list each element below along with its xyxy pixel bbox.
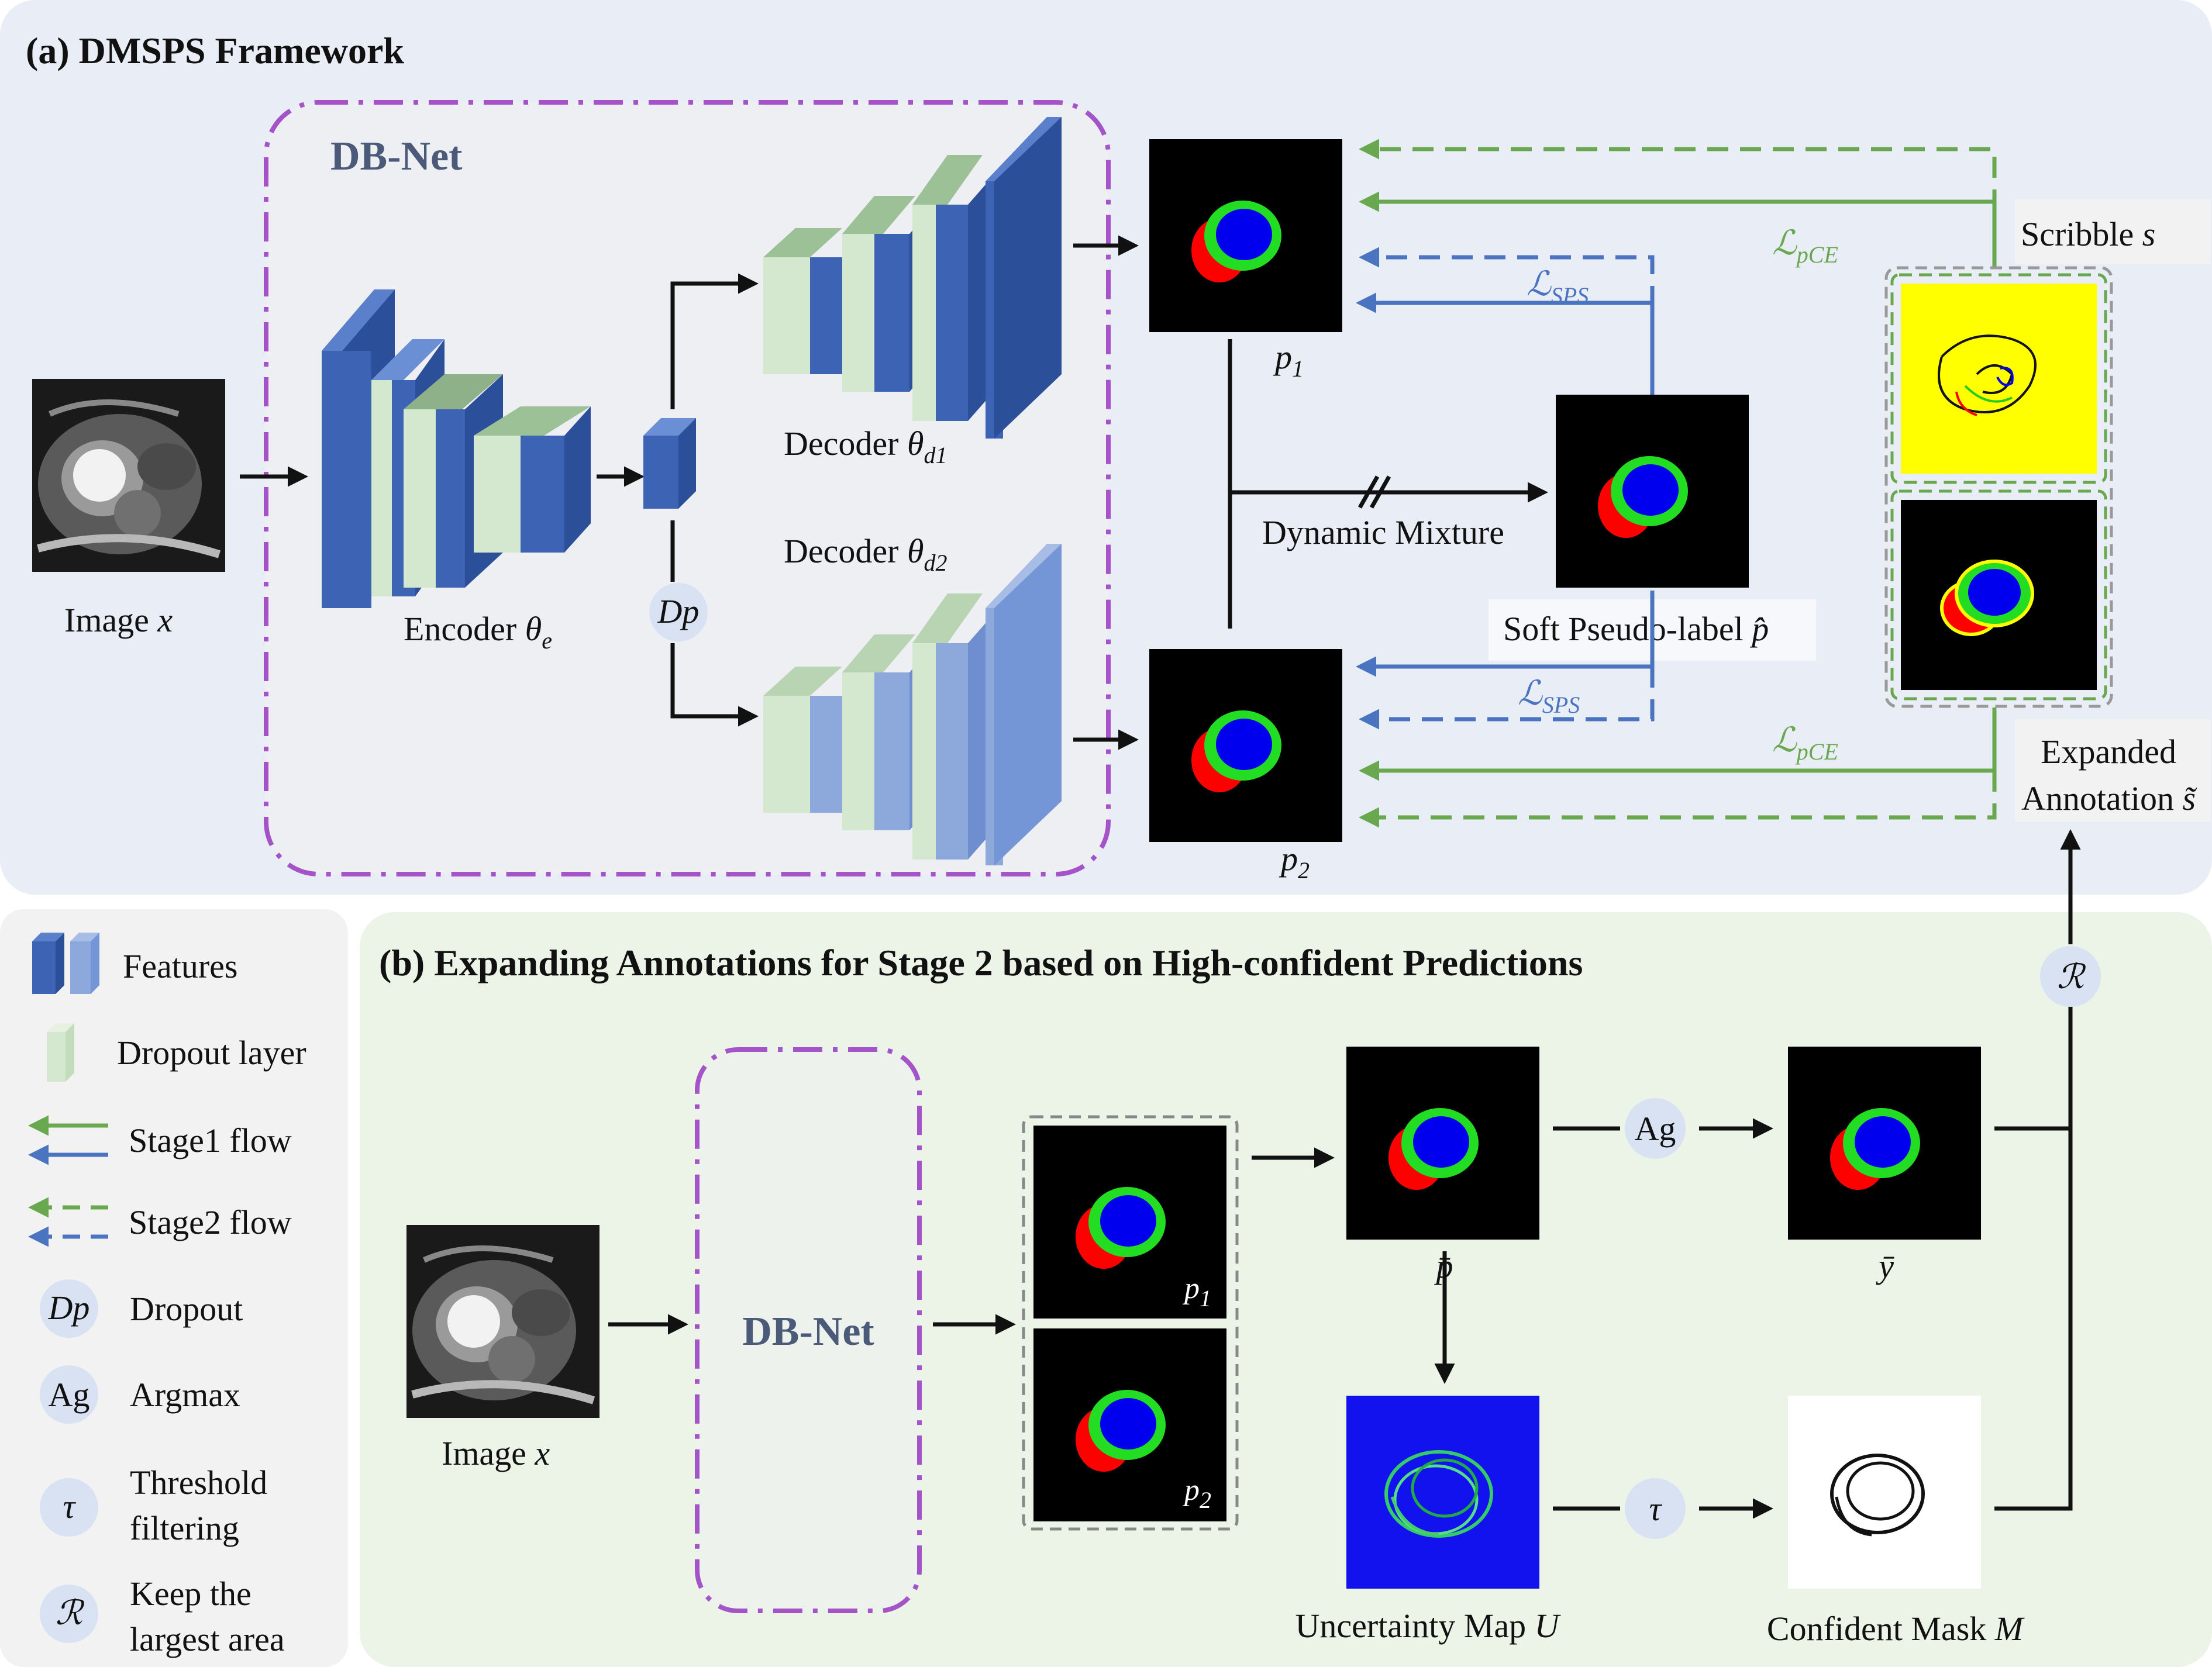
sps-arrow-p1-dashed bbox=[1359, 247, 1655, 307]
ybar-label: ȳ bbox=[1876, 1247, 1894, 1285]
expanded-label-line1: Expanded bbox=[2041, 733, 2176, 771]
r-node-label: ℛ bbox=[2057, 958, 2086, 996]
loss-sps-label-2: ℒSPS bbox=[1518, 674, 1580, 718]
legend-r-line1: Keep the bbox=[130, 1575, 251, 1613]
expanded-annotation-frame bbox=[1890, 489, 2107, 700]
soft-pseudo-label-text: Soft Pseudo-label p̂ bbox=[1503, 610, 1769, 648]
scribble-image bbox=[1901, 284, 2097, 474]
legend-stage1-label: Stage1 flow bbox=[129, 1121, 292, 1159]
image-label-a: Image x bbox=[64, 601, 173, 639]
legend-tau-node bbox=[40, 1478, 98, 1537]
dp-node bbox=[649, 583, 708, 641]
dynamic-mixture-label: Dynamic Mixture bbox=[1262, 513, 1504, 551]
loss-sps-label-1: ℒSPS bbox=[1527, 265, 1589, 309]
expanded-label-line2: Annotation s̃ bbox=[2021, 779, 2197, 817]
legend-background bbox=[0, 909, 348, 1667]
uncertainty-map-image bbox=[1346, 1396, 1539, 1589]
confident-mask-label: Confident Mask M bbox=[1767, 1610, 2025, 1648]
decoder2-blocks bbox=[763, 544, 1062, 865]
uncertainty-label: Uncertainty Map U bbox=[1295, 1607, 1562, 1645]
decoder2-label: Decoder θd2 bbox=[784, 532, 947, 576]
legend-r-line2: largest area bbox=[130, 1620, 285, 1658]
encoder-blocks bbox=[322, 289, 591, 608]
p2-label-b: p2 bbox=[1182, 1473, 1211, 1513]
dbnet-label: DB-Net bbox=[330, 134, 462, 179]
legend-tau-line1: Threshold bbox=[130, 1464, 267, 1502]
legend-dropout-icon bbox=[47, 1023, 74, 1082]
stop-gradient-mark-2 bbox=[1369, 475, 1391, 509]
decoder1-label: Decoder θd1 bbox=[784, 424, 947, 468]
pce-arrow-p1-solid bbox=[1359, 191, 1997, 269]
sps-arrow-p2-dashed bbox=[1359, 667, 1655, 730]
legend-r-symbol: ℛ bbox=[56, 1594, 85, 1632]
dbnet-box-b bbox=[695, 1047, 922, 1613]
scribble-frame bbox=[1890, 273, 2107, 484]
annotation-group-box bbox=[1884, 266, 2113, 708]
legend-r-node bbox=[40, 1585, 98, 1643]
legend-tau-symbol: τ bbox=[63, 1487, 77, 1526]
legend-stage2-label: Stage2 flow bbox=[129, 1203, 292, 1241]
legend-dp-node bbox=[40, 1279, 98, 1338]
arrow-to-decoder2 bbox=[670, 643, 759, 727]
ag-node bbox=[1625, 1098, 1686, 1159]
scribble-label-bg bbox=[2015, 199, 2211, 264]
expanded-annotation-image bbox=[1901, 500, 2097, 690]
arrow-to-decoder1 bbox=[670, 273, 759, 409]
pbar-image bbox=[1346, 1047, 1539, 1240]
ybar-image bbox=[1788, 1047, 1981, 1240]
legend-ag-node bbox=[40, 1365, 98, 1424]
loss-pce-label-1: ℒpCE bbox=[1772, 224, 1838, 268]
tau-node bbox=[1625, 1478, 1686, 1539]
input-image-b bbox=[406, 1225, 599, 1418]
prediction-p2-a bbox=[1149, 649, 1342, 842]
loss-pce-label-2: ℒpCE bbox=[1772, 721, 1838, 765]
dropout-cube bbox=[643, 418, 696, 509]
expanded-label-bg bbox=[2015, 719, 2211, 822]
prediction-p1-a bbox=[1149, 139, 1342, 332]
preds-group-b bbox=[1022, 1115, 1239, 1531]
legend-features-icon bbox=[32, 933, 99, 994]
legend-tau-line2: filtering bbox=[130, 1509, 239, 1547]
encoder-label: Encoder θe bbox=[404, 610, 552, 654]
pce-arrow-p2-dashed bbox=[1359, 771, 1997, 828]
panel-a-title: (a) DMSPS Framework bbox=[26, 30, 404, 71]
input-image-a bbox=[32, 379, 225, 572]
p2-label-a: p2 bbox=[1279, 840, 1310, 883]
legend-ag-label: Argmax bbox=[130, 1376, 240, 1414]
panel-b-title: (b) Expanding Annotations for Stage 2 ba… bbox=[379, 942, 1583, 983]
legend-ag-symbol: Ag bbox=[49, 1376, 90, 1414]
scribble-label: Scribble s bbox=[2021, 215, 2155, 253]
soft-pseudo-label-image bbox=[1556, 395, 1749, 588]
p1-label-b: p1 bbox=[1182, 1272, 1211, 1311]
legend-dropout-layer-label: Dropout layer bbox=[117, 1034, 306, 1072]
stop-gradient-mark-1 bbox=[1357, 475, 1380, 509]
line-mask-to-merge bbox=[1994, 1006, 2073, 1511]
dbnet-label-b: DB-Net bbox=[742, 1309, 874, 1354]
decoder1-blocks bbox=[763, 117, 1062, 439]
confident-mask-image bbox=[1788, 1396, 1981, 1589]
legend-dp-symbol: Dp bbox=[48, 1289, 90, 1327]
dp-node-label: Dp bbox=[657, 592, 700, 630]
legend-dp-label: Dropout bbox=[130, 1290, 243, 1328]
r-node bbox=[2040, 946, 2101, 1007]
ag-node-label: Ag bbox=[1635, 1110, 1676, 1148]
p1-label-a: p1 bbox=[1273, 338, 1304, 382]
legend-features-label: Features bbox=[123, 947, 238, 985]
pce-arrow-p1-dashed bbox=[1359, 139, 1997, 210]
tau-node-label: τ bbox=[1649, 1490, 1663, 1528]
image-label-b: Image x bbox=[442, 1434, 550, 1472]
